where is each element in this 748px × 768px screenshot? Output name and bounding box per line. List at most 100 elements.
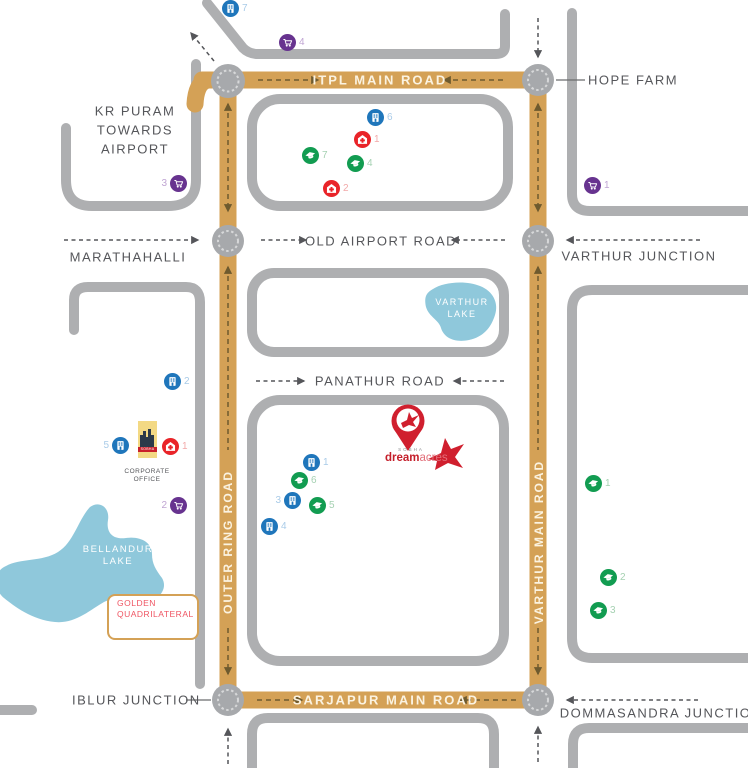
graduation-cap-icon [293, 474, 306, 487]
marker-number: 4 [299, 37, 305, 48]
marker-school: 6 [291, 472, 317, 489]
shopping-cart-icon [172, 499, 185, 512]
building-icon [286, 494, 299, 507]
building-icon [224, 2, 237, 15]
marker-office: 6 [367, 109, 393, 126]
building-icon [263, 520, 276, 533]
graduation-cap-icon [304, 149, 317, 162]
hope-farm-label: HOPE FARM [588, 72, 679, 88]
marker-number: 7 [242, 3, 248, 14]
marker-number: 2 [620, 572, 626, 583]
varthur-main-road-label: VARTHUR MAIN ROAD [532, 459, 546, 625]
marker-hospital: 2 [323, 180, 349, 197]
marker-office: 1 [303, 454, 329, 471]
skyline-icon [140, 429, 154, 447]
bird-icon [401, 412, 419, 428]
marker-number: 7 [322, 150, 328, 161]
marker-number: 2 [161, 500, 167, 511]
marker-number: 3 [161, 178, 167, 189]
marker-office: 7 [222, 0, 248, 17]
shopping-cart-icon [586, 179, 599, 192]
marker-number: 1 [323, 457, 329, 468]
marathahalli-label: MARATHAHALLI [69, 249, 187, 265]
shopping-cart-icon [172, 177, 185, 190]
old-airport-road-label: OLD AIRPORT ROAD [304, 233, 458, 249]
marker-school: 3 [590, 602, 616, 619]
marker-school: 4 [347, 155, 373, 172]
marker-school: 1 [585, 475, 611, 492]
marker-hospital: 1 [162, 438, 188, 455]
panathur-road-label: PANATHUR ROAD [314, 373, 446, 389]
roundabouts [211, 64, 554, 716]
lakes [0, 282, 497, 623]
marker-mall: 1 [584, 177, 610, 194]
graduation-cap-icon [349, 157, 362, 170]
varthur-lake-label: VARTHUR LAKE [435, 297, 489, 319]
marker-mall: 4 [279, 34, 305, 51]
marker-mall: 3 [161, 175, 187, 192]
marker-number: 6 [387, 112, 393, 123]
marker-number: 4 [281, 521, 287, 532]
marker-number: 1 [182, 441, 188, 452]
outer-ring-road-label: OUTER RING ROAD [221, 470, 235, 614]
marker-school: 5 [309, 497, 335, 514]
itpl-main-road-label: ITPL MAIN ROAD [312, 72, 448, 88]
marker-number: 1 [604, 180, 610, 191]
roundabout [211, 64, 245, 98]
marker-number: 3 [610, 605, 616, 616]
marker-number: 6 [311, 475, 317, 486]
marker-number: 5 [329, 500, 335, 511]
leader-lines [186, 79, 585, 701]
bellandur-lake-label: BELLANDUR LAKE [82, 544, 154, 567]
hospital-icon [164, 440, 177, 453]
iblur-junction-label: IBLUR JUNCTION [72, 692, 201, 708]
marker-number: 1 [605, 478, 611, 489]
building-icon [369, 111, 382, 124]
bellandur-lake [0, 504, 164, 623]
marker-number: 5 [103, 440, 109, 451]
graduation-cap-icon [587, 477, 600, 490]
golden-quadrilateral-box: GOLDEN QUADRILATERAL [107, 594, 199, 640]
roundabout [522, 225, 554, 257]
roundabout [522, 684, 554, 716]
origami-bird-icon [428, 438, 464, 470]
roundabout [522, 64, 554, 96]
marker-school: 7 [302, 147, 328, 164]
varthur-junction-label: VARTHUR JUNCTION [561, 248, 717, 264]
marker-office: 3 [275, 492, 301, 509]
graduation-cap-icon [592, 604, 605, 617]
dreamacres-pin [391, 404, 425, 451]
marker-number: 4 [367, 158, 373, 169]
kr-puram-label: KR PURAM TOWARDS AIRPORT [94, 103, 176, 157]
building-icon [166, 375, 179, 388]
hospital-icon [325, 182, 338, 195]
marker-mall: 2 [161, 497, 187, 514]
marker-school: 2 [600, 569, 626, 586]
marker-office: 4 [261, 518, 287, 535]
marker-hospital: 1 [354, 131, 380, 148]
gold-road-centerlines [223, 75, 543, 705]
graduation-cap-icon [602, 571, 615, 584]
roundabout [212, 684, 244, 716]
marker-number: 2 [343, 183, 349, 194]
corporate-office-label: CORPORATE OFFICE [124, 468, 170, 483]
marker-office: 5 [103, 437, 129, 454]
hospital-icon [356, 133, 369, 146]
building-icon [114, 439, 127, 452]
varthur-lake [425, 282, 497, 341]
corporate-office-building-icon: SOBHA [138, 421, 157, 458]
shopping-cart-icon [281, 36, 294, 49]
marker-number: 3 [275, 495, 281, 506]
direction-arrows [64, 18, 700, 764]
roundabout [212, 225, 244, 257]
marker-number: 1 [374, 134, 380, 145]
marker-number: 2 [184, 376, 190, 387]
dommasandra-junction-label: DOMMASANDRA JUNCTION [559, 705, 748, 721]
marker-office: 2 [164, 373, 190, 390]
dreamacres-wordmark: SOBHA dreamacres [385, 447, 448, 464]
building-icon [305, 456, 318, 469]
sarjapur-main-road-label: SARJAPUR MAIN ROAD [292, 692, 480, 708]
